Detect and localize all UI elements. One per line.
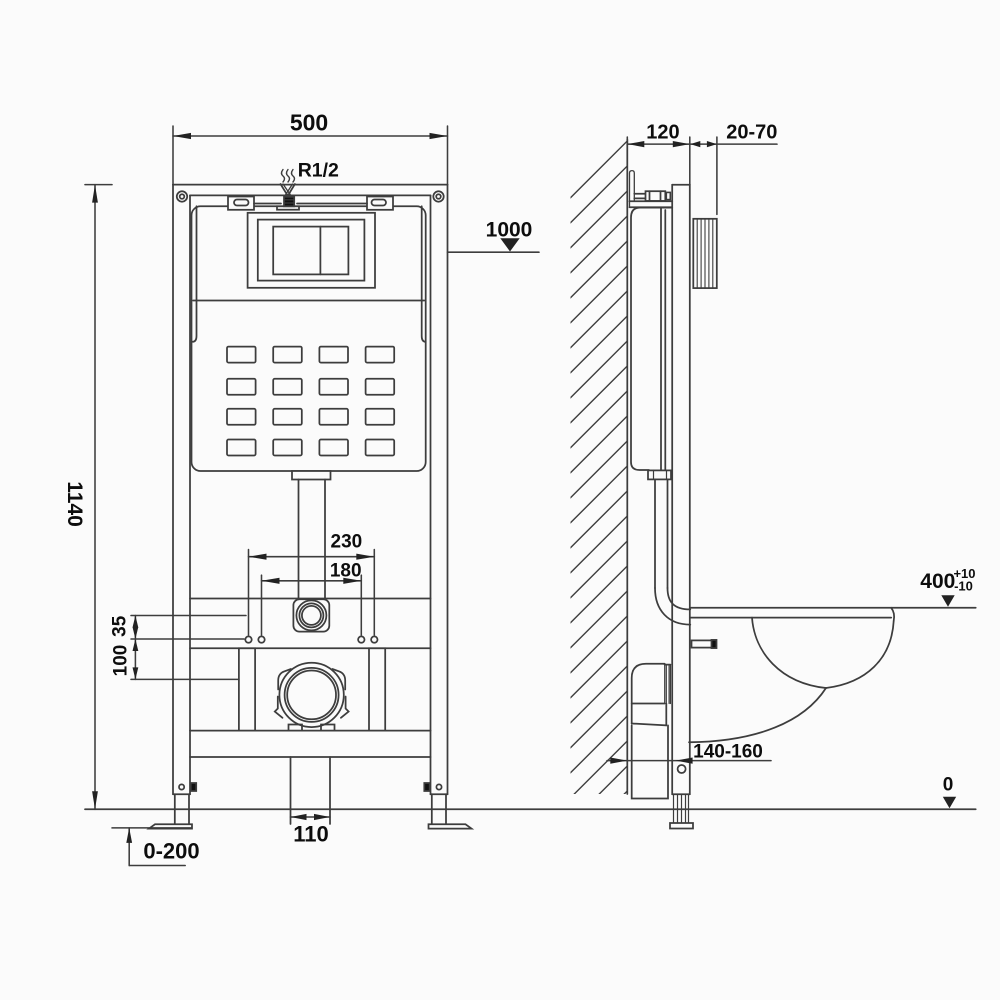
- svg-text:110: 110: [293, 822, 329, 847]
- svg-text:400: 400: [920, 570, 955, 593]
- svg-text:20-70: 20-70: [726, 122, 777, 144]
- svg-text:+10: +10: [953, 566, 975, 581]
- svg-text:R1/2: R1/2: [298, 159, 339, 181]
- svg-text:500: 500: [290, 110, 328, 136]
- svg-text:120: 120: [646, 122, 679, 144]
- svg-text:1140: 1140: [63, 481, 86, 527]
- svg-text:140-160: 140-160: [693, 742, 763, 763]
- svg-text:1000: 1000: [486, 219, 533, 242]
- svg-text:0-200: 0-200: [143, 839, 199, 864]
- svg-text:35: 35: [110, 615, 131, 637]
- svg-text:100: 100: [111, 645, 132, 677]
- svg-text:230: 230: [331, 532, 363, 553]
- svg-text:0: 0: [943, 775, 954, 796]
- svg-text:180: 180: [330, 561, 362, 582]
- svg-text:-10: -10: [954, 579, 973, 594]
